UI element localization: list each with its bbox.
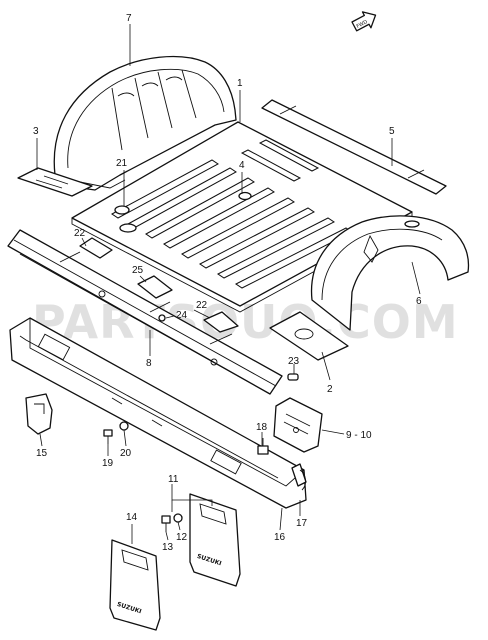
rear-bumper bbox=[9, 317, 307, 509]
callout-14: 14 bbox=[126, 512, 138, 523]
callout-8: 8 bbox=[146, 358, 152, 369]
callout-23: 23 bbox=[288, 356, 300, 367]
callout-9-10: 9 - 10 bbox=[346, 430, 372, 441]
callout-20: 20 bbox=[120, 448, 132, 459]
callout-19: 19 bbox=[102, 458, 114, 469]
mud-flap-left: SUZUKI bbox=[109, 539, 161, 631]
callout-13: 13 bbox=[162, 542, 174, 553]
cross-member bbox=[7, 229, 283, 395]
callout-7: 7 bbox=[126, 13, 132, 24]
callout-25: 25 bbox=[132, 265, 144, 276]
svg-text:FWD: FWD bbox=[356, 19, 369, 30]
side-bracket-plate bbox=[17, 167, 93, 197]
callout-15: 15 bbox=[36, 448, 48, 459]
mounting-plate bbox=[269, 311, 349, 361]
bolt-13 bbox=[161, 515, 171, 532]
rear-cross-strip bbox=[261, 99, 447, 195]
callout-18: 18 bbox=[256, 422, 268, 433]
callout-16: 16 bbox=[274, 532, 286, 543]
callout-22-right: 22 bbox=[196, 300, 208, 311]
callout-4: 4 bbox=[239, 160, 245, 171]
bolt-24 bbox=[158, 314, 166, 322]
washer-20 bbox=[119, 421, 129, 431]
callout-17: 17 bbox=[296, 518, 308, 529]
callout-2: 2 bbox=[327, 384, 333, 395]
bolt-19 bbox=[103, 429, 113, 444]
leader-lines bbox=[36, 24, 421, 544]
bracket-22-left bbox=[79, 237, 113, 259]
floor-hole bbox=[119, 223, 137, 233]
washer-12 bbox=[173, 513, 183, 523]
floor-panel bbox=[71, 121, 413, 313]
floor-ribs bbox=[111, 139, 353, 289]
right-wheel-housing bbox=[310, 215, 470, 331]
callout-3: 3 bbox=[33, 126, 39, 137]
bracket-22-right bbox=[203, 311, 239, 333]
plug-21 bbox=[114, 205, 130, 215]
callout-6: 6 bbox=[416, 296, 422, 307]
callout-labels: 7 1 3 4 5 6 21 22 25 22 24 8 2 23 9 - 10… bbox=[33, 13, 422, 553]
bolt-18 bbox=[257, 438, 269, 455]
bracket-15 bbox=[25, 393, 53, 435]
plug-4 bbox=[238, 191, 252, 201]
clip-23 bbox=[287, 373, 299, 381]
callout-12: 12 bbox=[176, 532, 188, 543]
callout-11: 11 bbox=[168, 474, 179, 485]
callout-21: 21 bbox=[116, 158, 128, 169]
callout-24: 24 bbox=[176, 310, 188, 321]
callout-5: 5 bbox=[389, 126, 395, 137]
mud-flap-right: SUZUKI bbox=[189, 493, 241, 587]
fwd-arrow-icon: FWD bbox=[351, 11, 377, 32]
callout-1: 1 bbox=[237, 78, 243, 89]
callout-22-left: 22 bbox=[74, 228, 86, 239]
bumper-end-clip bbox=[291, 463, 307, 491]
bracket-25 bbox=[137, 275, 173, 299]
license-bracket bbox=[273, 397, 323, 453]
